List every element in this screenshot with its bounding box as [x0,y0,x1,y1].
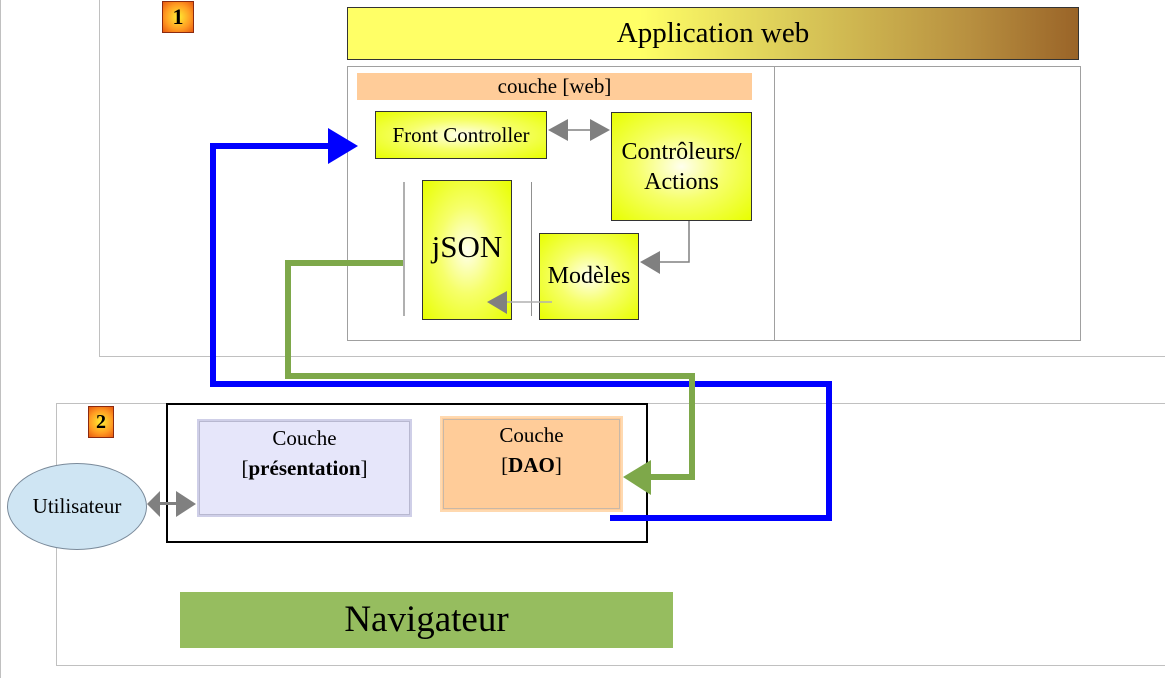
models-to-json-arrow [487,291,552,314]
web-container-divider [774,67,775,340]
controllers-label-line2: Actions [644,168,719,195]
dao-layer-box[interactable]: Couche [DAO] [440,416,623,512]
user-presentation-double-arrow [147,491,196,517]
json-right-guide [531,182,532,316]
json-left-guide [403,182,405,316]
server-section-frame [99,0,1165,357]
presentation-label-line2: [présentation] [241,456,368,480]
section-2-badge: 2 [88,406,114,438]
request-arrow [210,128,832,521]
application-web-title: Application web [347,7,1079,60]
controllers-actions-box[interactable]: Contrôleurs/ Actions [611,112,752,221]
models-box[interactable]: Modèles [539,233,639,320]
controllers-label-line1: Contrôleurs/ [621,138,742,165]
controllers-to-models-arrow [640,221,690,274]
json-label: jSON [431,229,503,264]
models-label: Modèles [547,263,631,289]
dao-label-line1: Couche [499,423,564,447]
fc-controllers-double-arrow [548,119,610,141]
front-controller-box[interactable]: Front Controller [375,111,547,159]
user-label: Utilisateur [32,494,122,518]
outer-left-border [0,0,3,678]
presentation-label-line1: Couche [272,426,337,450]
dao-label-line2: [DAO] [501,453,562,477]
web-container [347,66,1081,341]
web-layer-label: couche [web] [357,73,752,100]
response-arrow [285,260,695,495]
presentation-layer-box[interactable]: Couche [présentation] [197,419,412,517]
browser-label-bar: Navigateur [180,592,673,648]
front-controller-label: Front Controller [392,122,530,147]
section-1-badge: 1 [162,1,194,33]
user-actor[interactable]: Utilisateur [7,463,147,550]
